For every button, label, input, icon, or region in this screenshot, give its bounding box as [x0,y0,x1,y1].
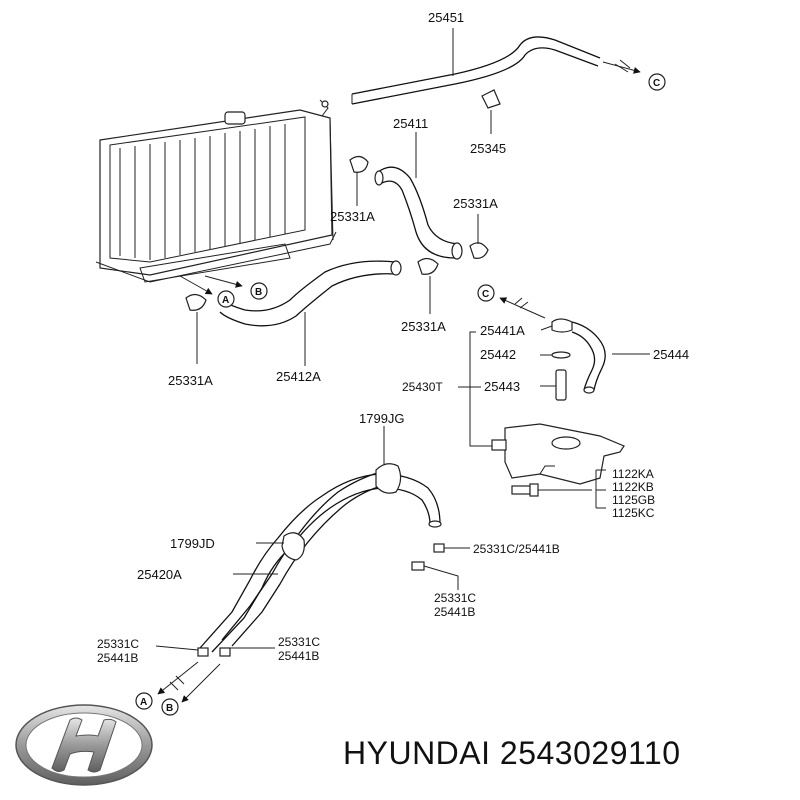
part-caption: HYUNDAI 2543029110 [343,735,681,772]
clamp-upper-right [469,214,489,259]
leader-25441A [540,325,553,331]
lower-hose-25412A [219,260,402,327]
clamp-upper-left [349,155,369,206]
label-25444: 25444 [653,347,689,362]
marker-a-bottom-label: A [140,697,147,708]
label-25441B-b: 25441B [97,651,138,665]
clamp-lower-right [417,257,439,314]
label-25331C-25441B-inline: 25331C/25441B [473,542,560,556]
part-number: 2543029110 [499,735,681,771]
brand-name: HYUNDAI [343,735,491,771]
label-25331C-b: 25331C [97,637,139,651]
label-1125GB: 1125GB [612,493,655,507]
marker-c-top-label: C [653,78,660,89]
clip-right-2 [411,561,459,590]
arrow-b-bottom [181,663,221,703]
label-25331A-2: 25331A [453,196,498,211]
reservoir-tank [491,423,625,485]
marker-a-bottom [135,692,153,710]
marker-a-radiator-label: A [222,295,229,306]
clamp-lower-left [185,293,207,364]
label-25412A: 25412A [276,369,321,384]
label-1122KA: 1122KA [612,467,654,481]
label-1799JG: 1799JG [359,411,405,426]
overflow-hose [351,36,641,105]
label-25441B-a: 25441B [434,605,475,619]
label-25331C-c: 25331C [278,635,320,649]
hyundai-logo-icon [15,704,153,786]
marker-c-reservoir-label: C [482,289,489,300]
bolt [511,483,539,497]
label-25441A: 25441A [480,323,525,338]
label-1799JD: 1799JD [170,536,215,551]
label-25331A-4: 25331A [168,373,213,388]
label-25331C-a: 25331C [434,591,476,605]
label-25345: 25345 [470,141,506,156]
reservoir-cap-hose [551,318,573,401]
marker-b-bottom-label: B [166,703,173,714]
label-1125KC: 1125KC [612,506,655,520]
clip-25345 [481,89,501,134]
arrow-a-radiator [179,275,213,295]
hose-25444 [571,321,606,394]
marker-b-bottom [161,698,179,716]
bracket-25430T [458,331,496,447]
label-25443: 25443 [484,379,520,394]
label-25442: 25442 [480,347,516,362]
marker-b-radiator-label: B [255,287,262,298]
clamp-1799JG [375,426,402,494]
arrow-c-reservoir [499,297,546,319]
leader-1122 [538,469,606,509]
upper-hose-25411 [374,166,463,260]
arrow-b-radiator [204,275,243,288]
marker-b-radiator [250,282,268,300]
label-25331A-3: 25331A [401,319,446,334]
label-25430T: 25430T [402,380,443,394]
label-25441B-c: 25441B [278,649,319,663]
heater-hose-25420A [199,469,442,653]
clip-bottom-left [155,645,209,657]
label-25420A: 25420A [137,567,182,582]
marker-c-reservoir [477,284,495,302]
marker-a-radiator [217,290,235,308]
clamp-1799JD [256,532,305,561]
label-25451: 25451 [428,10,464,25]
label-25411: 25411 [393,116,428,131]
marker-c-top [648,73,666,91]
label-25331A-1: 25331A [330,209,375,224]
label-1122KB: 1122KB [612,480,654,494]
clip-right-1 [433,543,470,553]
clip-bottom-right [219,647,275,657]
radiator [95,99,337,283]
